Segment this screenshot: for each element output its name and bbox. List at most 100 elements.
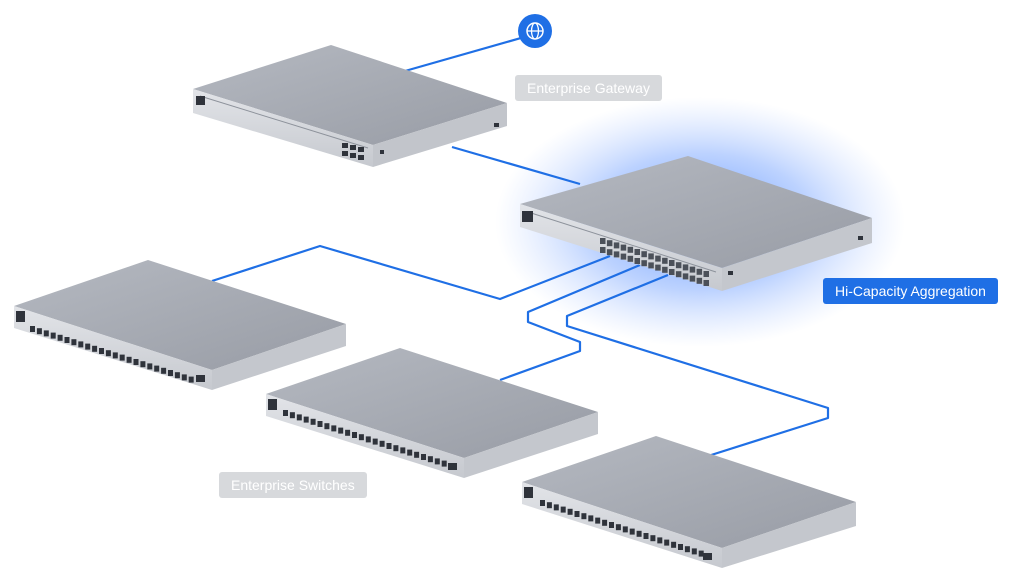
sfp-port <box>703 271 709 277</box>
sfp-port <box>600 238 606 244</box>
link-gateway-aggregation <box>451 145 581 186</box>
ethernet-port <box>365 436 371 443</box>
ethernet-port <box>602 519 608 526</box>
sfp-port <box>606 240 613 247</box>
sfp-port <box>655 255 661 262</box>
ethernet-port <box>691 548 697 555</box>
ethernet-port <box>331 425 337 432</box>
ethernet-port <box>43 330 49 337</box>
console-port-icon <box>524 487 533 498</box>
enterprise-gateway-label: Enterprise Gateway <box>515 75 662 101</box>
gateway-ports <box>342 143 364 160</box>
ethernet-port <box>588 515 594 522</box>
sfp-port <box>689 275 696 282</box>
ethernet-port <box>636 530 642 537</box>
network-links <box>211 32 830 458</box>
ethernet-port <box>133 359 139 365</box>
ethernet-port <box>698 550 704 557</box>
link-internet-gateway <box>404 32 536 73</box>
ethernet-port-row <box>540 500 704 557</box>
ethernet-port <box>441 460 447 467</box>
ethernet-port <box>546 502 552 509</box>
ethernet-port <box>684 546 690 553</box>
enterprise-switch-1 <box>14 260 346 390</box>
ethernet-port <box>324 423 330 430</box>
ethernet-port <box>168 370 173 376</box>
sfp-port <box>669 260 675 266</box>
sfp-port <box>662 257 668 264</box>
ethernet-port <box>50 332 56 339</box>
sfp-port <box>696 277 703 284</box>
ethernet-port <box>283 410 288 416</box>
ethernet-port <box>393 445 399 452</box>
sfp-port <box>620 253 627 260</box>
aggregation-switch-device <box>520 156 872 291</box>
sfp-port <box>641 260 647 267</box>
ethernet-port <box>414 451 420 458</box>
ethernet-port-row <box>283 410 447 467</box>
sfp-port <box>648 253 654 260</box>
ethernet-port <box>567 508 573 515</box>
sfp-port <box>613 242 620 249</box>
ethernet-port <box>379 440 385 447</box>
ethernet-port <box>650 535 656 542</box>
ethernet-port <box>400 447 406 454</box>
ethernet-port <box>434 458 440 465</box>
sfp-port <box>600 247 606 253</box>
ethernet-port <box>352 432 357 438</box>
ethernet-port <box>615 524 621 531</box>
ethernet-port <box>154 365 160 372</box>
sfp-port <box>689 266 696 273</box>
ethernet-port <box>407 449 413 456</box>
globe-icon <box>518 14 552 48</box>
ethernet-port <box>664 539 670 546</box>
ethernet-port <box>64 337 70 343</box>
sfp-port <box>682 264 689 271</box>
link-aggregation-switch-1 <box>211 244 611 301</box>
ethernet-port <box>105 350 111 357</box>
ethernet-port <box>181 374 187 381</box>
sfp-port <box>669 269 675 275</box>
sfp-port <box>627 255 634 262</box>
ethernet-port <box>147 363 153 370</box>
ethernet-port <box>99 348 104 354</box>
console-port-icon <box>268 399 277 410</box>
sfp-port <box>655 264 661 271</box>
hi-capacity-aggregation-label: Hi-Capacity Aggregation <box>823 278 998 304</box>
ethernet-port <box>574 511 580 517</box>
ethernet-port <box>310 418 316 425</box>
ethernet-port <box>296 414 302 421</box>
ethernet-port <box>78 341 84 348</box>
sfp-port <box>662 266 668 273</box>
sfp-port <box>634 258 640 264</box>
ethernet-port <box>85 343 91 350</box>
ethernet-port <box>126 356 132 363</box>
ethernet-port <box>427 456 433 463</box>
ethernet-port <box>609 522 614 528</box>
ethernet-port <box>119 354 125 361</box>
ethernet-port <box>30 326 35 332</box>
ethernet-port <box>595 517 601 524</box>
ethernet-port <box>581 513 587 520</box>
ethernet-port-row <box>30 326 194 383</box>
ethernet-port <box>140 361 146 368</box>
enterprise-switch-3 <box>522 436 856 568</box>
ethernet-port <box>629 528 635 535</box>
sfp-port <box>675 262 682 269</box>
ethernet-port <box>386 443 392 449</box>
console-port-icon <box>16 311 25 322</box>
ethernet-port <box>174 372 180 379</box>
sfp-port <box>634 249 640 255</box>
console-port-icon <box>522 211 533 222</box>
sfp-port <box>682 273 689 280</box>
ethernet-port <box>421 454 426 460</box>
ethernet-port <box>71 339 77 346</box>
sfp-port <box>627 246 634 253</box>
ethernet-port <box>657 537 663 544</box>
ethernet-port <box>92 345 98 352</box>
ethernet-port <box>358 434 364 441</box>
ethernet-port <box>345 429 351 436</box>
ethernet-port <box>303 416 309 423</box>
sfp-port-grid <box>600 238 709 286</box>
